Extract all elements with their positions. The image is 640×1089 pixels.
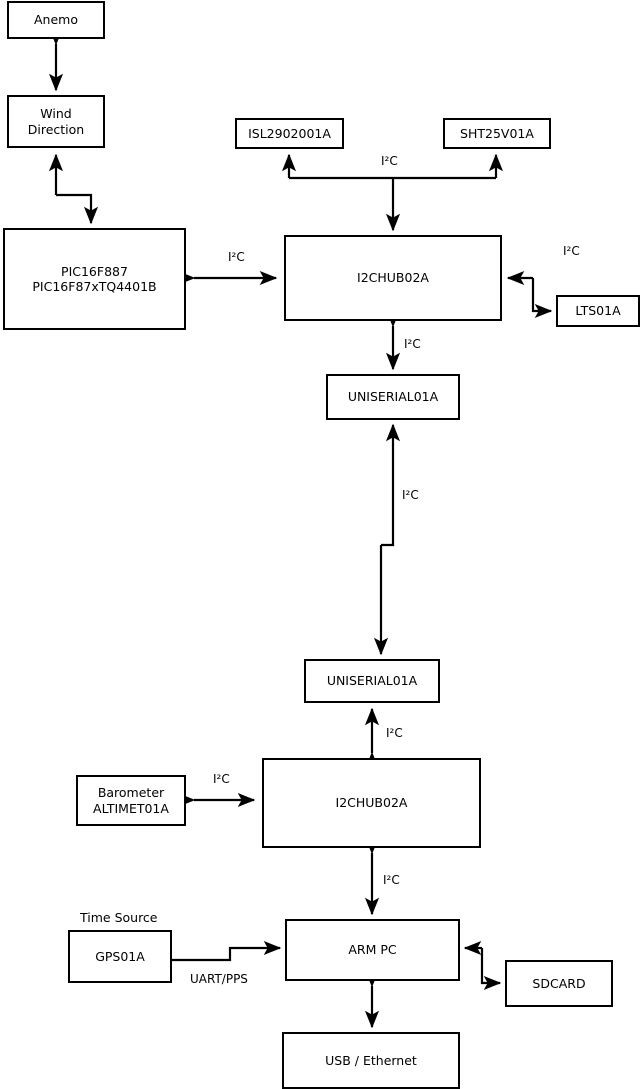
label-time-source: Time Source bbox=[80, 910, 158, 925]
node-label: Barometer ALTIMET01A bbox=[93, 785, 169, 816]
node-label: PIC16F887 PIC16F87xTQ4401B bbox=[32, 263, 157, 294]
node-label: SDCARD bbox=[532, 975, 586, 991]
node-label: Anemo bbox=[34, 12, 78, 28]
edge-label-hub-armpc: I²C bbox=[383, 873, 400, 887]
node-isl2902001a[interactable]: ISL2902001A bbox=[235, 118, 344, 149]
node-i2chub02a-top[interactable]: I2CHUB02A bbox=[284, 235, 502, 321]
wire-gps-armpc bbox=[172, 940, 282, 962]
node-label: ARM PC bbox=[348, 942, 397, 958]
node-label: USB / Ethernet bbox=[325, 1052, 417, 1068]
node-uniserial01a-bottom[interactable]: UNISERIAL01A bbox=[304, 659, 440, 703]
node-anemo[interactable]: Anemo bbox=[7, 1, 105, 39]
node-label: ISL2902001A bbox=[248, 125, 331, 141]
node-arm-pc[interactable]: ARM PC bbox=[285, 919, 460, 981]
edge-label-hub-lts: I²C bbox=[563, 244, 580, 258]
node-label: GPS01A bbox=[95, 948, 145, 964]
wire-hub-to-lts-out bbox=[531, 278, 553, 319]
edge-label-hub-uniserial-top: I²C bbox=[404, 337, 421, 351]
node-label: I2CHUB02A bbox=[357, 270, 429, 286]
edge-label-barometer-hub: I²C bbox=[213, 772, 230, 786]
node-sht25v01a[interactable]: SHT25V01A bbox=[443, 118, 551, 149]
edge-label-uniserial-hub-bottom: I²C bbox=[386, 726, 403, 740]
node-gps01a[interactable]: GPS01A bbox=[68, 930, 172, 983]
node-i2chub02a-bottom[interactable]: I2CHUB02A bbox=[262, 758, 481, 848]
node-label: LTS01A bbox=[575, 303, 621, 319]
edge-label-gps-armpc: UART/PPS bbox=[190, 972, 248, 986]
edge-label-isl-sht-bus: I²C bbox=[381, 154, 398, 168]
node-wind-direction[interactable]: Wind Direction bbox=[7, 95, 105, 148]
node-label: UNISERIAL01A bbox=[347, 389, 439, 405]
node-pic-mcu[interactable]: PIC16F887 PIC16F87xTQ4401B bbox=[3, 228, 186, 330]
wire-wind-pic-down bbox=[56, 193, 99, 225]
node-sdcard[interactable]: SDCARD bbox=[505, 960, 613, 1007]
node-label: Wind Direction bbox=[27, 106, 85, 137]
node-label: SHT25V01A bbox=[460, 125, 534, 141]
node-barometer-altimet01a[interactable]: Barometer ALTIMET01A bbox=[76, 775, 186, 826]
wire-uni-link-up bbox=[381, 423, 401, 547]
node-label: UNISERIAL01A bbox=[326, 673, 418, 689]
node-uniserial01a-top[interactable]: UNISERIAL01A bbox=[326, 374, 460, 420]
edge-label-uniserial-link: I²C bbox=[402, 488, 419, 502]
edge-label-pic-hub: I²C bbox=[228, 250, 245, 264]
node-label: I2CHUB02A bbox=[335, 795, 408, 811]
node-usb-ethernet[interactable]: USB / Ethernet bbox=[282, 1032, 460, 1089]
wire-armpc-to-sd-out bbox=[480, 948, 502, 991]
node-lts01a[interactable]: LTS01A bbox=[556, 295, 640, 327]
